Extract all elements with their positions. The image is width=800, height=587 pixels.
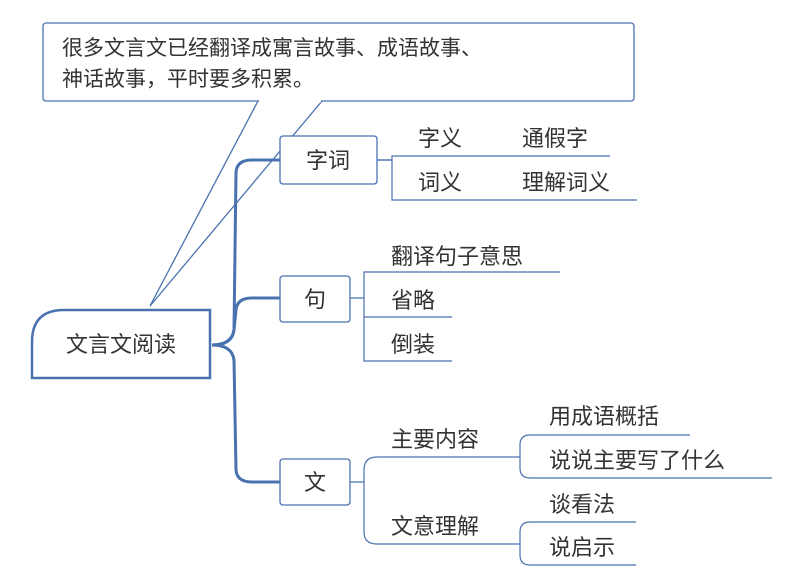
connector-ju-item3 bbox=[363, 317, 452, 362]
connector-wenyi-sub2 bbox=[519, 544, 636, 566]
item-lijieciyi[interactable]: 理解词义 bbox=[522, 171, 610, 196]
item-tankanfa[interactable]: 谈看法 bbox=[549, 493, 615, 518]
item-shuoshuozhuyao[interactable]: 说说主要写了什么 bbox=[549, 449, 725, 474]
connector-wen-zhuyao bbox=[350, 456, 520, 483]
branch-label-wen: 文 bbox=[304, 471, 326, 496]
item-shuoqishi[interactable]: 说启示 bbox=[549, 536, 615, 561]
item-tongjiazi[interactable]: 通假字 bbox=[522, 127, 588, 152]
callout-text-line2: 神话故事，平时要多积累。 bbox=[62, 67, 314, 91]
item-zhuyaoneirong[interactable]: 主要内容 bbox=[391, 428, 479, 453]
item-wenyilijie[interactable]: 文意理解 bbox=[391, 515, 479, 540]
item-shenglue[interactable]: 省略 bbox=[391, 289, 435, 314]
item-daozhuang[interactable]: 倒装 bbox=[391, 333, 435, 358]
connector-zhuyao-sub1 bbox=[519, 434, 690, 457]
connector-ci-ziyi bbox=[377, 155, 610, 161]
branch-node-ju[interactable] bbox=[279, 275, 351, 323]
item-yongchengyu[interactable]: 用成语概括 bbox=[549, 405, 659, 430]
item-fanyijuzi[interactable]: 翻译句子意思 bbox=[391, 245, 523, 270]
root-label: 文言文阅读 bbox=[66, 333, 176, 358]
branch-label-ci: 字词 bbox=[306, 149, 350, 174]
connector-wenyi-sub1 bbox=[519, 521, 636, 544]
item-ziyi[interactable]: 字义 bbox=[418, 127, 462, 152]
connector-ju-item1 bbox=[350, 271, 560, 299]
callout-box bbox=[42, 22, 635, 102]
connector-root-ju bbox=[211, 296, 280, 347]
callout-text-line1: 很多文言文已经翻译成寓言故事、成语故事、 bbox=[62, 36, 482, 60]
connector-root-wen bbox=[211, 343, 280, 484]
item-ciyi[interactable]: 词义 bbox=[418, 171, 462, 196]
root-node[interactable] bbox=[30, 308, 212, 380]
branch-label-ju: 句 bbox=[304, 288, 326, 313]
connector-zhuyao-sub2 bbox=[519, 457, 772, 479]
connector-wen-wenyi bbox=[363, 482, 520, 545]
